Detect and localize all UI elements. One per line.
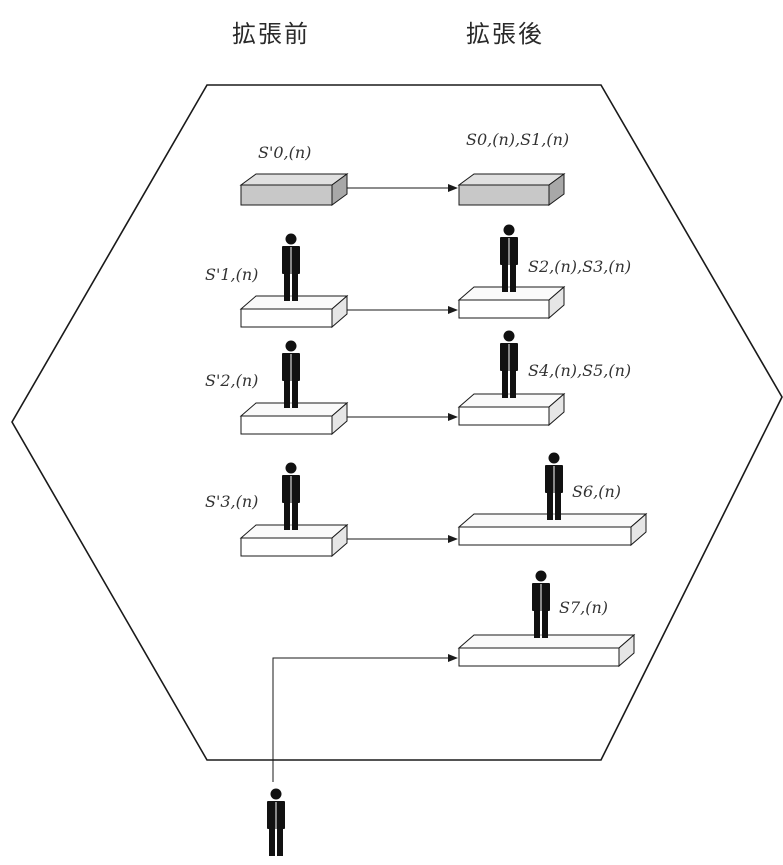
label-after-2: S4,(n),S5,(n) [528, 361, 631, 380]
hexagon-cell [12, 85, 782, 760]
person-icon [500, 225, 518, 293]
label-before-3: S'3,(n) [205, 492, 258, 511]
label-after-4: S7,(n) [559, 598, 608, 617]
person-icon [500, 331, 518, 399]
arrow-new-user [273, 658, 457, 782]
person-icon [282, 463, 300, 531]
person-icon [545, 453, 563, 521]
person-icon [282, 341, 300, 409]
label-after-1: S2,(n),S3,(n) [528, 257, 631, 276]
label-before-0: S'0,(n) [258, 143, 311, 162]
slab-before-0 [241, 174, 347, 205]
person-icon [532, 571, 550, 639]
slab-after-0 [459, 174, 564, 205]
person-icon [267, 789, 285, 857]
slab-after-4 [459, 635, 634, 666]
person-icon [282, 234, 300, 302]
label-after-3: S6,(n) [572, 482, 621, 501]
label-before-1: S'1,(n) [205, 265, 258, 284]
label-before-2: S'2,(n) [205, 371, 258, 390]
label-after-0: S0,(n),S1,(n) [466, 130, 569, 149]
slab-after-2 [459, 394, 564, 425]
